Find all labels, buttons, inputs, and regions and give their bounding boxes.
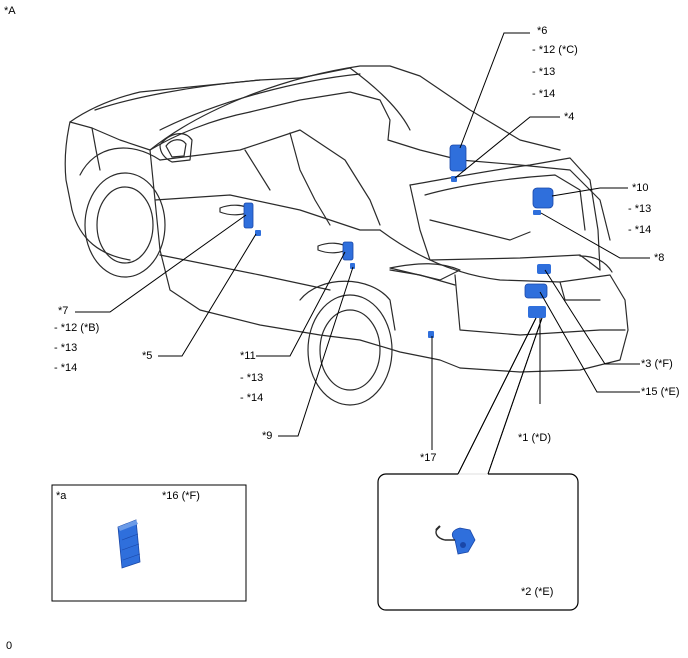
callout-8: *8 xyxy=(654,252,665,264)
component-6 xyxy=(449,144,467,172)
leader-3 xyxy=(544,269,640,365)
callout-6: *6 xyxy=(537,25,548,37)
callout-6-sub-3: - *14 xyxy=(532,88,556,100)
callout-17: *17 xyxy=(420,452,437,464)
vehicle-outline xyxy=(64,65,629,406)
inset-a-label: *a xyxy=(56,490,67,502)
leader-15 xyxy=(539,291,640,393)
callout-10: *10 xyxy=(632,182,649,194)
component-11 xyxy=(342,241,354,261)
leader-7 xyxy=(75,214,247,313)
callout-10-sub-1: - *13 xyxy=(628,203,652,215)
component-9 xyxy=(350,263,355,269)
leader-5 xyxy=(158,233,257,357)
component-3 xyxy=(537,264,551,274)
callout-5: *5 xyxy=(142,350,153,362)
callout-1: *1 (*D) xyxy=(518,432,552,444)
component-7 xyxy=(243,202,254,229)
callout-3: *3 (*F) xyxy=(641,358,673,370)
callout-11-sub-2: - *14 xyxy=(240,392,264,404)
callout-7: *7 xyxy=(58,305,69,317)
component-8 xyxy=(533,210,541,215)
component-10 xyxy=(532,187,554,209)
component-5 xyxy=(255,230,261,236)
callout-9: *9 xyxy=(262,430,273,442)
component-markers xyxy=(243,144,554,338)
callout-6-sub-2: - *13 xyxy=(532,66,556,78)
leader-10 xyxy=(551,187,628,197)
leader-9 xyxy=(278,266,354,437)
component-17 xyxy=(428,331,434,338)
callout-11-sub-1: - *13 xyxy=(240,372,264,384)
callout-15: *15 (*E) xyxy=(641,386,680,398)
callout-11: *11 xyxy=(240,350,256,362)
inset-box-a xyxy=(51,484,247,602)
callout-2: *2 (*E) xyxy=(521,586,554,598)
leader-6 xyxy=(459,32,530,149)
callout-7-sub-3: - *14 xyxy=(54,362,78,374)
component-15 xyxy=(524,283,548,299)
view-label: *A xyxy=(4,5,16,17)
leader-4 xyxy=(454,116,560,179)
component-16 xyxy=(117,519,141,569)
callout-16: *16 (*F) xyxy=(162,490,200,502)
callout-4: *4 xyxy=(564,111,575,123)
leader-11 xyxy=(256,251,346,357)
component-2 xyxy=(435,525,476,555)
leader-8 xyxy=(540,212,650,259)
callout-10-sub-2: - *14 xyxy=(628,224,652,236)
callout-6-sub-1: - *12 (*C) xyxy=(532,44,578,56)
footer-code: 0 xyxy=(6,640,13,652)
callout-7-sub-2: - *13 xyxy=(54,342,78,354)
component-1 xyxy=(528,306,546,318)
callout-7-sub-1: - *12 (*B) xyxy=(54,322,100,334)
